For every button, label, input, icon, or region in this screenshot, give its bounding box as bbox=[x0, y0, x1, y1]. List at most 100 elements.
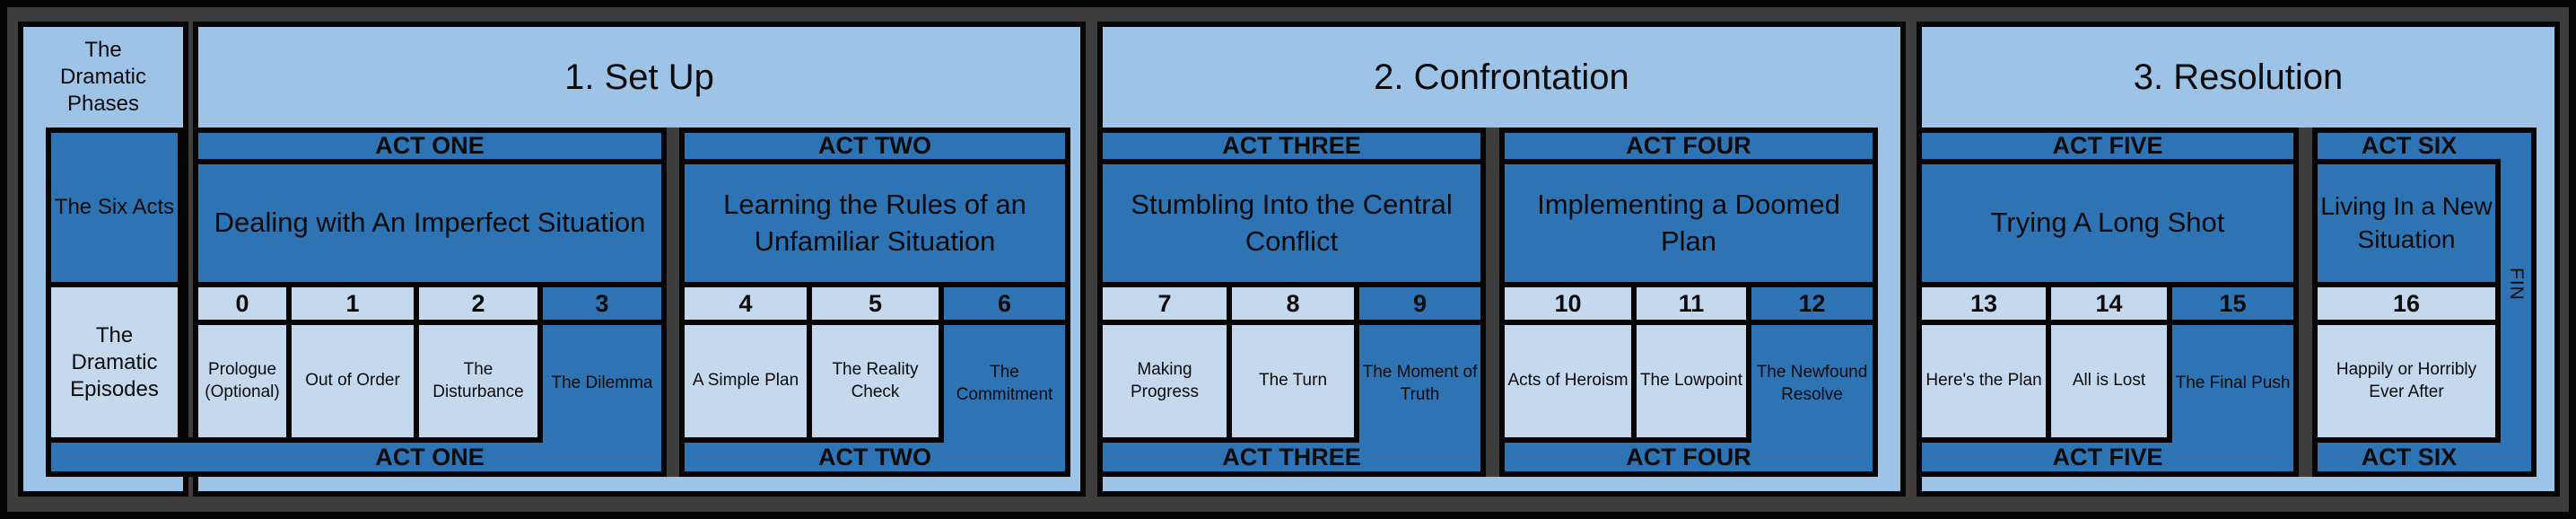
episode-16-name: Happily or Horribly Ever After bbox=[2318, 325, 2495, 443]
episode-12-column: 12 The Newfound Resolve bbox=[1746, 287, 1873, 443]
act-five-header: ACT FIVE bbox=[1922, 132, 2293, 164]
phase-resolution-title: 3. Resolution bbox=[2133, 57, 2344, 97]
episode-2-number: 2 bbox=[419, 287, 537, 325]
act-six-content: ACT SIX Living In a New Situation 16 Hap… bbox=[2318, 132, 2501, 471]
fin-strip: FIN bbox=[2501, 133, 2531, 471]
episode-9-name: The Moment of Truth bbox=[1362, 362, 1478, 404]
episode-1-number: 1 bbox=[292, 287, 414, 325]
episode-11-number: 11 bbox=[1637, 287, 1746, 325]
episode-7-number: 7 bbox=[1103, 287, 1227, 325]
act-six-footer: ACT SIX bbox=[2361, 443, 2458, 471]
episode-2-column: 2 The Disturbance bbox=[414, 287, 537, 443]
act-one-footer: ACT ONE bbox=[375, 443, 485, 471]
episode-6-column: 6 The Commitment bbox=[939, 287, 1065, 443]
fin-label: FIN bbox=[2506, 268, 2527, 301]
act-one-header: ACT ONE bbox=[198, 132, 661, 164]
phase-confrontation-panel: 2. Confrontation ACT THREE Stumbling Int… bbox=[1097, 22, 1906, 497]
episode-5-number: 5 bbox=[812, 287, 939, 325]
episode-14-column: 14 All is Lost bbox=[2046, 287, 2167, 443]
row-labels-sidebar: The Dramatic Phases The Six Acts The Dra… bbox=[18, 22, 188, 497]
dramatic-episodes-label: The Dramatic Episodes bbox=[46, 282, 183, 443]
episode-1-column: 1 Out of Order bbox=[286, 287, 414, 443]
act-one-footer-extension-bar bbox=[46, 437, 210, 477]
phase-confrontation-acts-row: ACT THREE Stumbling Into the Central Con… bbox=[1103, 128, 1900, 477]
episode-4-name: A Simple Plan bbox=[685, 325, 807, 443]
episode-13-number: 13 bbox=[1922, 287, 2046, 325]
act-one-block: ACT ONE Dealing with An Imperfect Situat… bbox=[198, 128, 667, 477]
episode-16-number: 16 bbox=[2318, 287, 2495, 325]
episode-4-number: 4 bbox=[685, 287, 807, 325]
act-two-episodes: 4 A Simple Plan 5 The Reality Check 6 Th… bbox=[685, 287, 1065, 443]
episode-6-number: 6 bbox=[944, 287, 1065, 325]
act-two-block: ACT TWO Learning the Rules of an Unfamil… bbox=[679, 128, 1070, 477]
episode-12-name: The Newfound Resolve bbox=[1756, 362, 1868, 404]
phase-resolution-panel: 3. Resolution ACT FIVE Trying A Long Sho… bbox=[1917, 22, 2560, 497]
dramatic-phases-text: The Dramatic Phases bbox=[59, 38, 146, 116]
episode-4-column: 4 A Simple Plan bbox=[685, 287, 807, 443]
act-six-block: ACT SIX Living In a New Situation 16 Hap… bbox=[2312, 128, 2537, 477]
episode-9-number: 9 bbox=[1359, 287, 1480, 325]
episode-0-name: Prologue (Optional) bbox=[198, 325, 286, 443]
act-two-title: Learning the Rules of an Unfamiliar Situ… bbox=[685, 164, 1065, 287]
episode-7-name: Making Progress bbox=[1103, 325, 1227, 443]
dramatic-phases-label: The Dramatic Phases bbox=[23, 27, 183, 128]
act-six-header: ACT SIX bbox=[2318, 132, 2501, 164]
episode-0-number: 0 bbox=[198, 287, 286, 325]
act-three-block: ACT THREE Stumbling Into the Central Con… bbox=[1103, 128, 1486, 477]
act-two-footer: ACT TWO bbox=[818, 443, 931, 471]
act-six-title: Living In a New Situation bbox=[2318, 164, 2495, 287]
act-four-block: ACT FOUR Implementing a Doomed Plan 10 A… bbox=[1499, 128, 1878, 477]
act-five-episodes: 13 Here's the Plan 14 All is Lost 15 The… bbox=[1922, 287, 2293, 443]
act-four-title: Implementing a Doomed Plan bbox=[1505, 164, 1873, 287]
act-six-inner-box: Living In a New Situation 16 Happily or … bbox=[2318, 164, 2501, 443]
phase-setup-title: 1. Set Up bbox=[564, 57, 714, 97]
act-three-footer: ACT THREE bbox=[1222, 443, 1361, 471]
episode-3-column: 3 The Dilemma bbox=[537, 287, 661, 443]
episode-15-column: 15 The Final Push bbox=[2167, 287, 2293, 443]
act-three-header: ACT THREE bbox=[1103, 132, 1480, 164]
episode-15-name: The Final Push bbox=[2175, 374, 2291, 393]
act-gap-divider bbox=[667, 128, 679, 477]
episode-15-number: 15 bbox=[2172, 287, 2293, 325]
episode-8-number: 8 bbox=[1232, 287, 1354, 325]
act-one-episodes: 0 Prologue (Optional) 1 Out of Order 2 T… bbox=[198, 287, 661, 443]
act-six-episodes: 16 Happily or Horribly Ever After bbox=[2318, 287, 2495, 443]
phase-confrontation-title: 2. Confrontation bbox=[1374, 57, 1629, 97]
episode-11-column: 11 The Lowpoint bbox=[1631, 287, 1746, 443]
episode-8-column: 8 The Turn bbox=[1227, 287, 1354, 443]
episode-1-name: Out of Order bbox=[292, 325, 414, 443]
episode-6-name: The Commitment bbox=[956, 362, 1053, 404]
act-five-title: Trying A Long Shot bbox=[1922, 164, 2293, 287]
episode-10-number: 10 bbox=[1505, 287, 1631, 325]
episode-5-name: The Reality Check bbox=[812, 325, 939, 443]
episode-8-name: The Turn bbox=[1232, 325, 1354, 443]
episode-9-column: 9 The Moment of Truth bbox=[1354, 287, 1480, 443]
episode-12-number: 12 bbox=[1751, 287, 1873, 325]
phase-setup-panel: 1. Set Up ACT ONE Dealing with An Imperf… bbox=[193, 22, 1086, 497]
episode-13-name: Here's the Plan bbox=[1922, 325, 2046, 443]
episode-0-column: 0 Prologue (Optional) bbox=[198, 287, 286, 443]
episode-3-name: The Dilemma bbox=[551, 374, 653, 393]
act-three-title: Stumbling Into the Central Conflict bbox=[1103, 164, 1480, 287]
act-gap-divider bbox=[1486, 128, 1499, 477]
dramatic-episodes-text: The Dramatic Episodes bbox=[70, 322, 159, 401]
six-acts-label: The Six Acts bbox=[46, 128, 183, 287]
act-one-title: Dealing with An Imperfect Situation bbox=[198, 164, 661, 287]
episode-13-column: 13 Here's the Plan bbox=[1922, 287, 2046, 443]
act-four-header: ACT FOUR bbox=[1505, 132, 1873, 164]
episode-11-name: The Lowpoint bbox=[1637, 325, 1746, 443]
act-four-episodes: 10 Acts of Heroism 11 The Lowpoint 12 Th… bbox=[1505, 287, 1873, 443]
episode-5-column: 5 The Reality Check bbox=[807, 287, 939, 443]
act-four-footer: ACT FOUR bbox=[1626, 443, 1751, 471]
act-gap-divider bbox=[2299, 128, 2312, 477]
episode-3-number: 3 bbox=[543, 287, 661, 325]
phase-setup-acts-row: ACT ONE Dealing with An Imperfect Situat… bbox=[198, 128, 1080, 477]
six-acts-text: The Six Acts bbox=[54, 195, 175, 219]
episode-16-column: 16 Happily or Horribly Ever After bbox=[2318, 287, 2495, 443]
act-two-header: ACT TWO bbox=[685, 132, 1065, 164]
act-three-episodes: 7 Making Progress 8 The Turn 9 The Momen… bbox=[1103, 287, 1480, 443]
act-five-footer: ACT FIVE bbox=[2052, 443, 2163, 471]
episode-14-number: 14 bbox=[2051, 287, 2167, 325]
episode-2-name: The Disturbance bbox=[419, 325, 537, 443]
act-five-block: ACT FIVE Trying A Long Shot 13 Here's th… bbox=[1922, 128, 2299, 477]
